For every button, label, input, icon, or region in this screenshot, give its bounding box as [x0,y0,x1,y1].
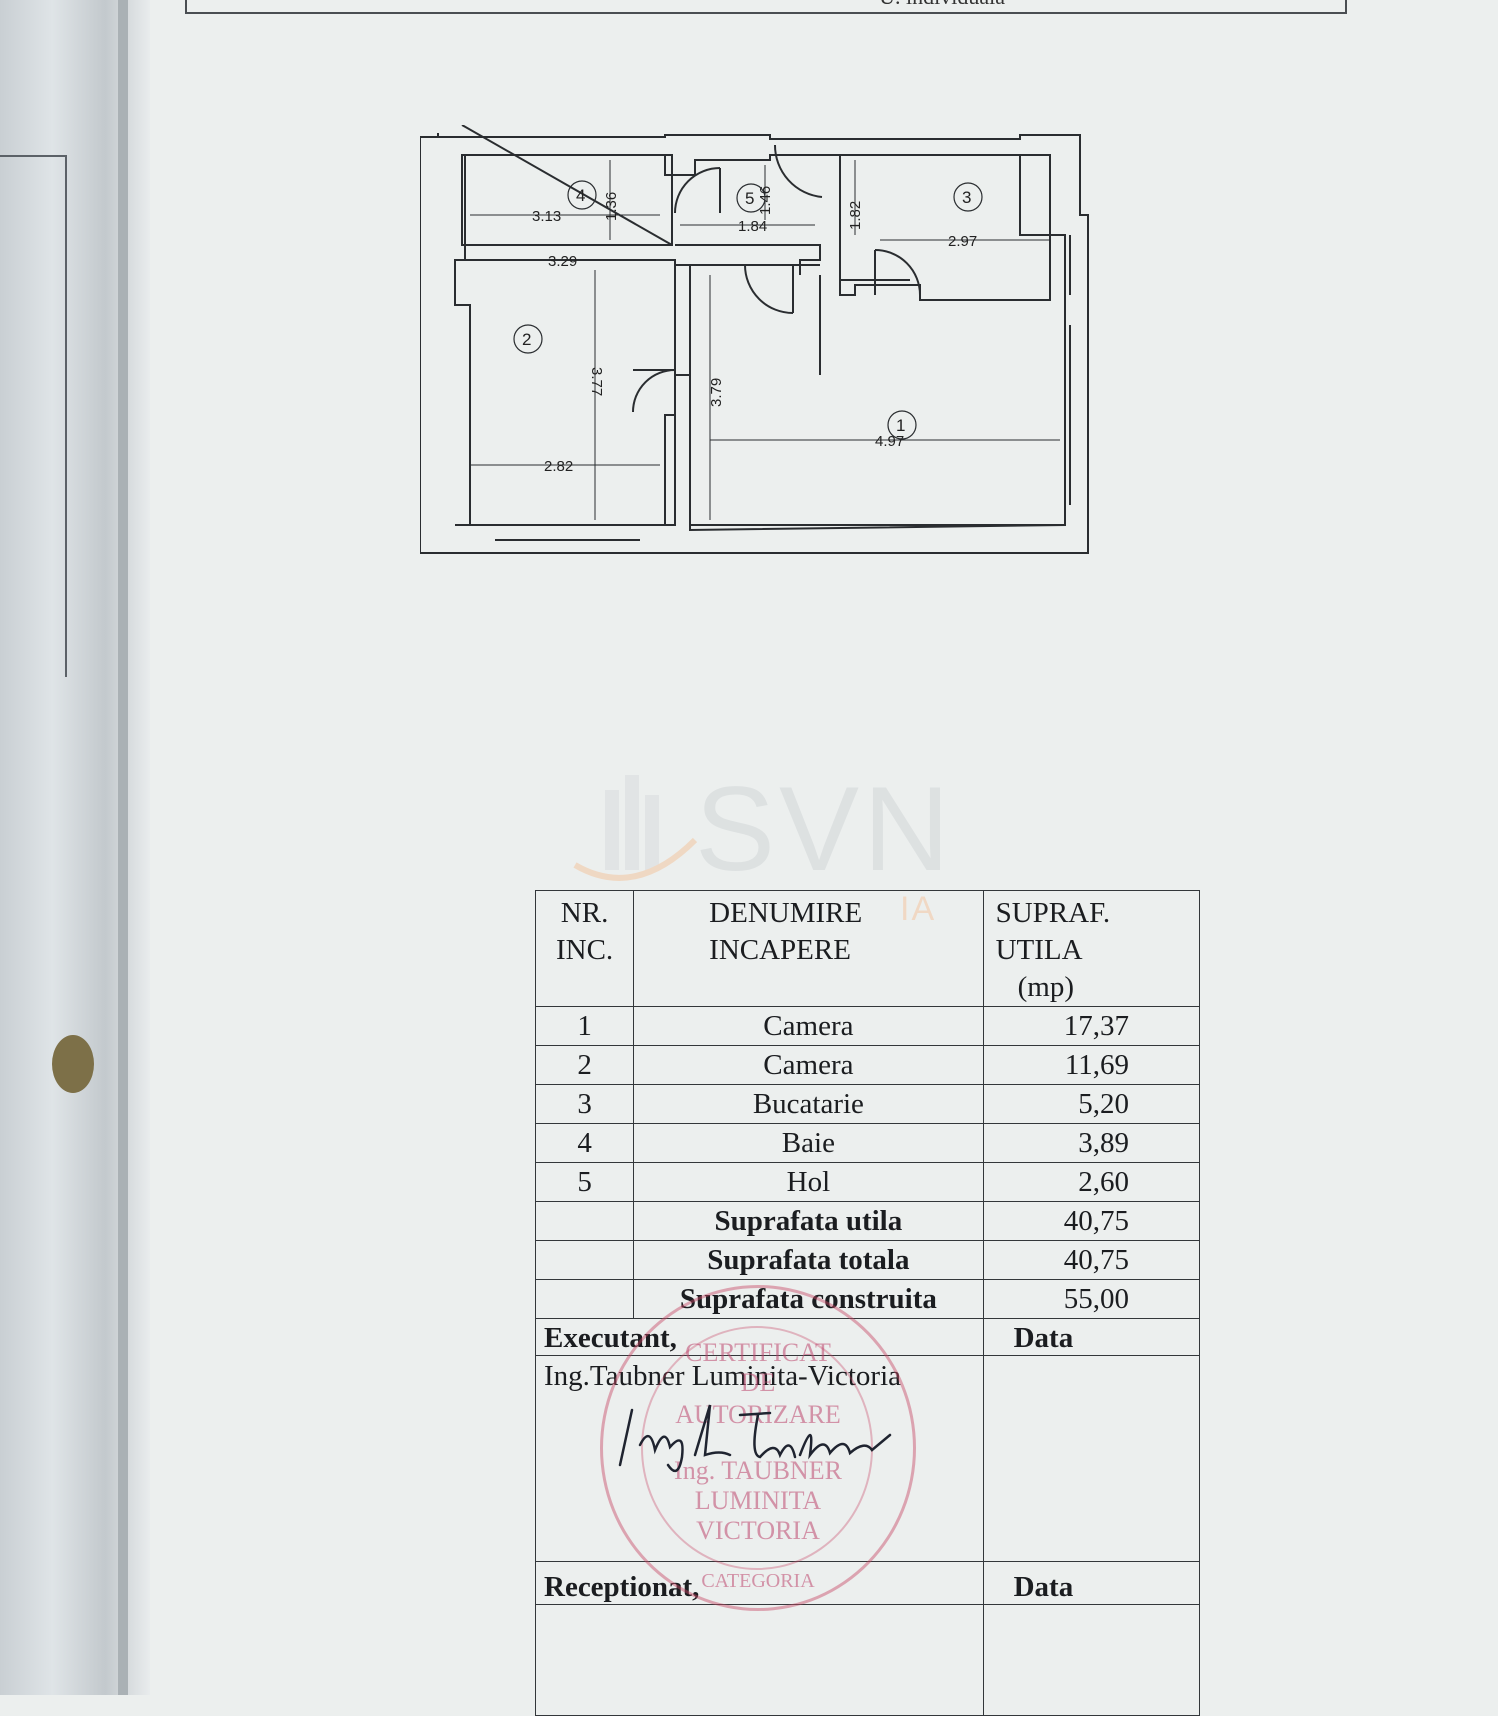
room-1-number: 1 [896,416,905,435]
table-row: 2 Camera 11,69 [534,1045,1201,1085]
row-name: Hol [633,1162,984,1202]
receptionat-row: Receptionat, Data [535,1561,1201,1605]
row-nr: 3 [534,1084,635,1124]
table-row: 1 Camera 17,37 [534,1006,1201,1046]
room-3-marker [953,182,983,212]
watermark-logo-icon [573,775,698,881]
table-row: 5 Hol 2,60 [534,1162,1201,1202]
binder-strip [0,0,150,1695]
total-label: Suprafata utila [633,1201,984,1241]
dim-1-84: 1.84 [738,218,767,235]
row-nr: 4 [534,1123,635,1163]
punched-hole [52,1035,94,1093]
total-value: 55,00 [982,1279,1201,1319]
row-name: Camera [633,1045,984,1085]
total-label: Suprafata totala [633,1240,984,1280]
watermark: SVN IA [555,760,955,928]
row-nr: 5 [534,1162,635,1202]
total-label: Suprafata construita [633,1279,984,1319]
blank-row [535,1604,1201,1716]
table-row: 4 Baie 3,89 [534,1123,1201,1163]
header-box: U. individuala [185,0,1347,14]
dim-3-29: 3.29 [548,253,577,270]
handwritten-signature [618,1404,892,1473]
watermark-brand: SVN [695,762,954,896]
dim-3-79: 3.79 [708,378,725,407]
row-nr: 2 [534,1045,635,1085]
table-row: 3 Bucatarie 5,20 [534,1084,1201,1124]
total-value: 40,75 [982,1201,1201,1241]
row-nr: 1 [534,1006,635,1046]
data-label: Data [982,1318,1201,1356]
room-1-marker [887,410,917,440]
executant-name: Ing.Taubner Luminita-Victoria [544,1360,901,1392]
dim-2-97: 2.97 [948,233,977,250]
header-nr: NR.INC. [534,890,635,1007]
dim-4-97: 4.97 [875,433,904,450]
header-partial-text: U. individuala [879,0,1005,10]
dim-3-77: 3.77 [588,367,605,396]
receptionat-label: Receptionat, [535,1561,984,1605]
room-3-number: 3 [962,188,971,207]
total-row: Suprafata totala 40,75 [534,1240,1201,1280]
row-name: Baie [633,1123,984,1163]
room-2-marker [513,324,543,354]
total-row: Suprafata construita 55,00 [534,1279,1201,1319]
dim-1-36: 1.36 [603,192,620,221]
floor-plan-drawing: 3.13 1.36 1.84 1.46 1.82 2.97 3.29 3.77 … [419,124,1089,554]
binder-lines [0,155,67,677]
row-area: 5,20 [982,1084,1201,1124]
row-area: 3,89 [982,1123,1201,1163]
row-name: Bucatarie [633,1084,984,1124]
total-value: 40,75 [982,1240,1201,1280]
dim-1-82: 1.82 [847,201,864,230]
room-5-number: 5 [745,189,754,208]
total-row: Suprafata utila 40,75 [534,1201,1201,1241]
header-area: SUPRAF.UTILA(mp) [982,890,1201,1007]
executant-row: Executant, Data [535,1318,1201,1356]
dim-2-82: 2.82 [544,458,573,475]
dim-1-46: 1.46 [757,186,774,215]
row-area: 11,69 [982,1045,1201,1085]
room-2-number: 2 [522,330,531,349]
row-name: Camera [633,1006,984,1046]
data-label-2: Data [982,1561,1201,1605]
room-4-marker [567,180,597,210]
row-area: 2,60 [982,1162,1201,1202]
dim-3-13: 3.13 [532,208,561,225]
row-area: 17,37 [982,1006,1201,1046]
floor-plan: 3.13 1.36 1.84 1.46 1.82 2.97 3.29 3.77 … [419,124,1100,565]
binder-edge [118,0,128,1695]
room-4-number: 4 [576,186,585,205]
executant-label: Executant, [535,1318,984,1356]
room-5-marker [736,183,766,213]
